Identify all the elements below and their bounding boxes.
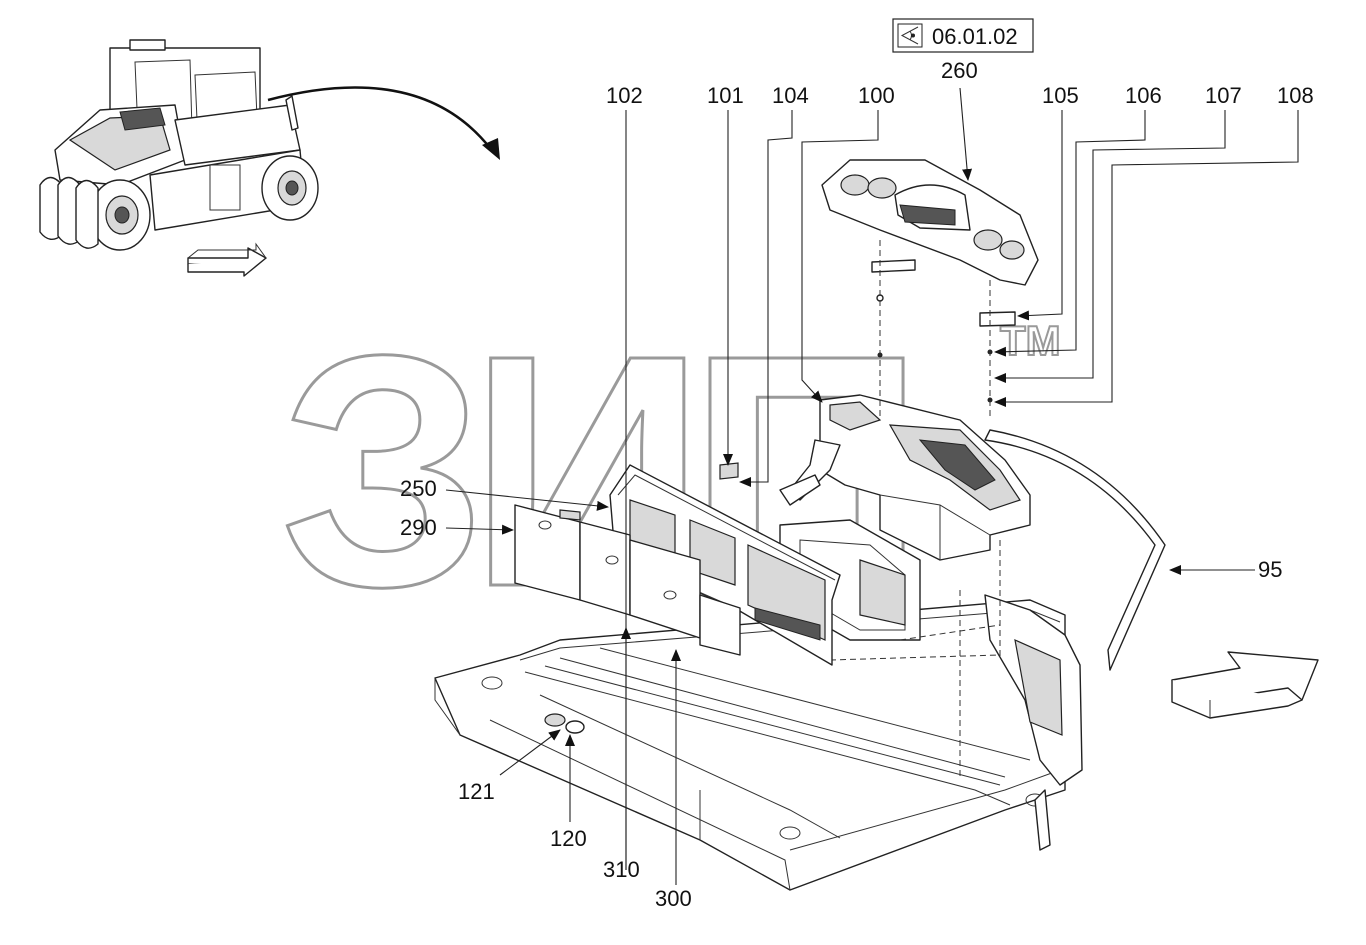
callout-300[interactable]: 300 bbox=[655, 886, 692, 911]
callout-95[interactable]: 95 bbox=[1258, 557, 1282, 582]
callout-100[interactable]: 100 bbox=[858, 83, 895, 108]
callout-290[interactable]: 290 bbox=[400, 515, 437, 540]
callout-260[interactable]: 260 bbox=[941, 58, 978, 83]
callout-106[interactable]: 106 bbox=[1125, 83, 1162, 108]
callout-120[interactable]: 120 bbox=[550, 826, 587, 851]
callout-121[interactable]: 121 bbox=[458, 779, 495, 804]
instrument-panel-cover bbox=[821, 159, 1039, 286]
view-direction-curved-arrow bbox=[267, 86, 500, 160]
reference-code: 06.01.02 bbox=[932, 24, 1018, 49]
side-trim-strip bbox=[984, 429, 1166, 671]
callout-107[interactable]: 107 bbox=[1205, 83, 1242, 108]
callout-105[interactable]: 105 bbox=[1042, 83, 1079, 108]
front-direction-arrow-small bbox=[187, 242, 267, 277]
machine-thumbnail bbox=[39, 39, 319, 251]
callout-104[interactable]: 104 bbox=[772, 83, 809, 108]
callout-108[interactable]: 108 bbox=[1277, 83, 1314, 108]
callout-101[interactable]: 101 bbox=[707, 83, 744, 108]
callout-310[interactable]: 310 bbox=[603, 857, 640, 882]
callout-102[interactable]: 102 bbox=[606, 83, 643, 108]
callout-labels: 260 102 101 104 100 105 106 107 108 250 … bbox=[400, 58, 1314, 911]
callout-250[interactable]: 250 bbox=[400, 476, 437, 501]
reference-box[interactable]: 06.01.02 bbox=[892, 18, 1034, 53]
fasteners bbox=[719, 240, 1016, 780]
view-eye-icon bbox=[900, 26, 919, 45]
leader-lines bbox=[445, 87, 1299, 885]
front-dash-panels bbox=[514, 464, 841, 666]
dashboard-tub bbox=[779, 394, 1031, 561]
cab-floor-plate bbox=[434, 594, 1083, 891]
front-direction-arrow-large bbox=[1171, 651, 1319, 719]
